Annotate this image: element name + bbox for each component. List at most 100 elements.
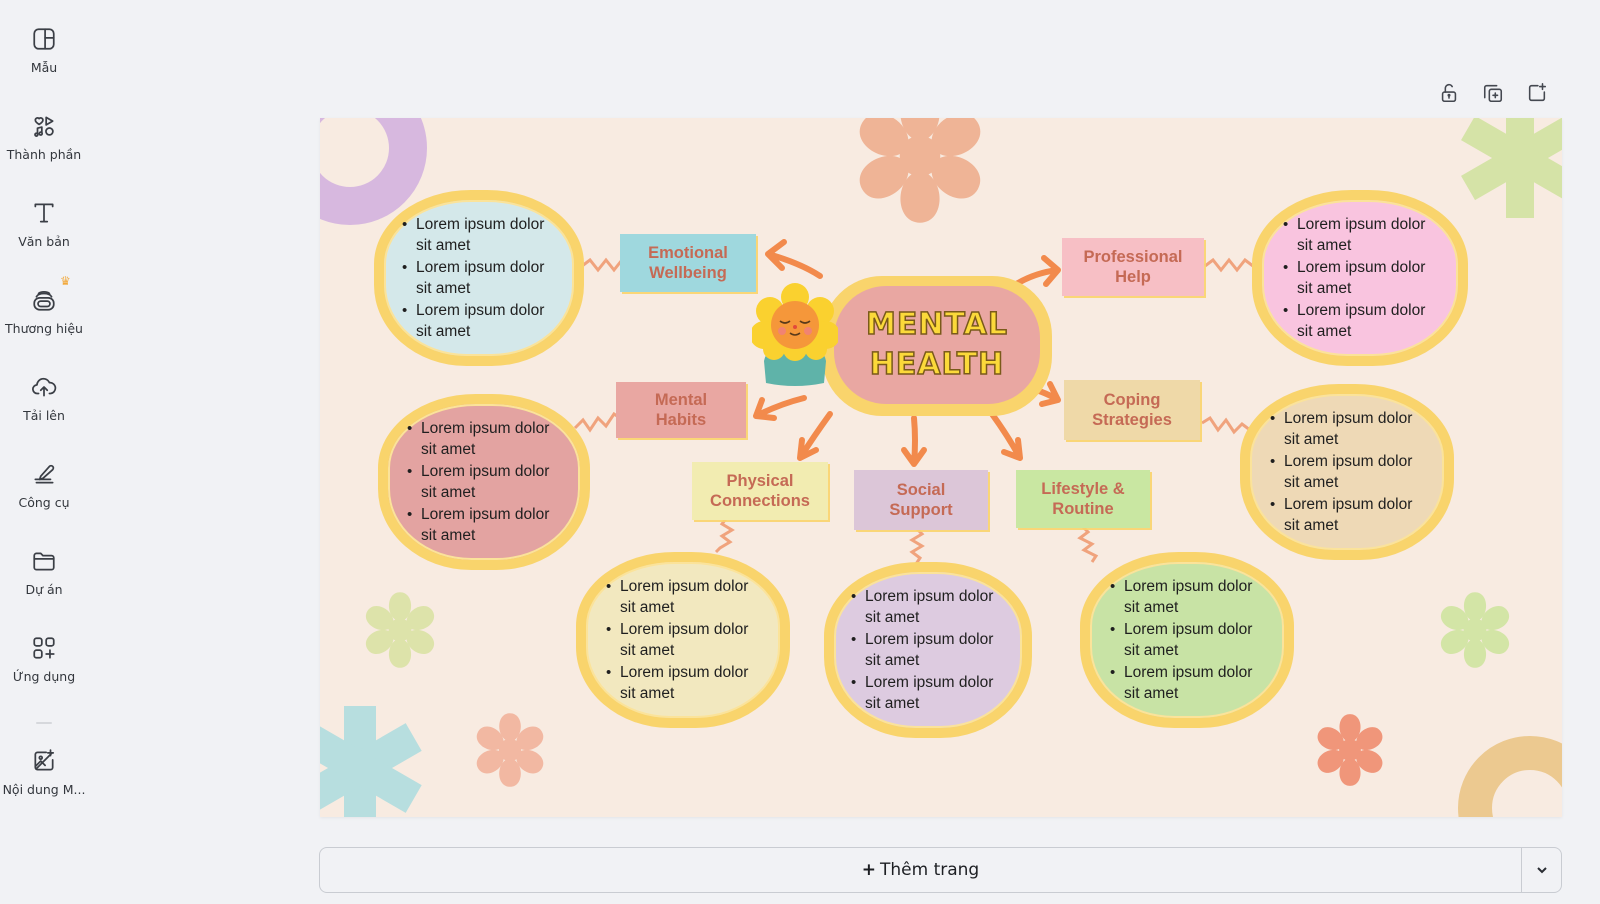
bullet-item: Lorem ipsum dolor sit amet — [1108, 662, 1266, 705]
bullet-item: Lorem ipsum dolor sit amet — [1281, 257, 1439, 300]
bullet-item: Lorem ipsum dolor sit amet — [604, 619, 762, 662]
duplicate-page-button[interactable] — [1480, 80, 1506, 106]
sidebar-item-text[interactable]: Văn bản — [0, 200, 88, 249]
zigzag-connector — [1201, 415, 1251, 435]
bullet-item: Lorem ipsum dolor sit amet — [1268, 408, 1426, 451]
lock-page-button[interactable] — [1436, 80, 1462, 106]
sidebar-item-magic-media[interactable]: Nội dung M... — [0, 748, 88, 797]
bullet-item: Lorem ipsum dolor sit amet — [849, 586, 1007, 629]
arrow-lifestyle — [989, 411, 1023, 461]
draw-tool-icon — [34, 464, 55, 484]
tan-ring-decoration — [1458, 736, 1562, 817]
topic-label-text: Social — [896, 481, 946, 499]
title-line-2: HEALTH — [869, 346, 1005, 383]
bullet-list: Lorem ipsum dolor sit amet Lorem ipsum d… — [1281, 214, 1439, 343]
topic-label-text: Routine — [1052, 500, 1114, 518]
bullet-item: Lorem ipsum dolor sit amet — [400, 300, 558, 343]
topic-label-text: Coping — [1103, 391, 1161, 409]
green-star-decoration — [1461, 118, 1562, 218]
plus-icon: + — [861, 860, 876, 880]
sidebar-item-label: Tải lên — [23, 408, 65, 423]
bullet-item: Lorem ipsum dolor sit amet — [1281, 214, 1439, 257]
sidebar: Mẫu Thành phần Văn bản ♛ Thương hiệu Tải… — [0, 0, 88, 904]
bubble-coping-strategies[interactable]: Lorem ipsum dolor sit amet Lorem ipsum d… — [1240, 384, 1454, 560]
arrow-habits — [753, 395, 807, 421]
topic-label-lifestyle-routine[interactable]: Lifestyle &Routine — [1016, 470, 1150, 528]
sidebar-item-templates[interactable]: Mẫu — [0, 26, 88, 75]
lock-icon — [1441, 83, 1457, 103]
sidebar-item-label: Nội dung M... — [2, 782, 86, 797]
bullet-item: Lorem ipsum dolor sit amet — [400, 257, 558, 300]
bubble-mental-habits[interactable]: Lorem ipsum dolor sit amet Lorem ipsum d… — [378, 394, 590, 570]
bullet-list: Lorem ipsum dolor sit amet Lorem ipsum d… — [604, 576, 762, 705]
bullet-item: Lorem ipsum dolor sit amet — [604, 576, 762, 619]
add-page-bar: + Thêm trang — [319, 847, 1562, 893]
green-flower-decoration — [362, 592, 438, 667]
bullet-item: Lorem ipsum dolor sit amet — [1268, 451, 1426, 494]
bullet-item: Lorem ipsum dolor sit amet — [405, 418, 563, 461]
arrows — [753, 239, 1061, 467]
sidebar-item-label: Thương hiệu — [5, 321, 83, 336]
upload-cloud-icon — [32, 377, 57, 397]
bullet-item: Lorem ipsum dolor sit amet — [849, 629, 1007, 672]
topic-label-text: Connections — [710, 492, 810, 510]
zigzag-connector — [1204, 257, 1254, 273]
sidebar-item-elements[interactable]: Thành phần — [0, 113, 88, 162]
bubble-social-support[interactable]: Lorem ipsum dolor sit amet Lorem ipsum d… — [824, 562, 1032, 738]
bubble-physical-connections[interactable]: Lorem ipsum dolor sit amet Lorem ipsum d… — [576, 552, 790, 728]
add-page-button[interactable]: + Thêm trang — [320, 848, 1521, 892]
topic-label-text: Habits — [655, 411, 707, 429]
bullet-list: Lorem ipsum dolor sit amet Lorem ipsum d… — [1268, 408, 1426, 537]
zigzag-connector — [573, 411, 621, 433]
add-page-icon — [1528, 83, 1547, 102]
add-page-button[interactable] — [1524, 80, 1550, 106]
sidebar-item-apps[interactable]: Ứng dụng — [0, 635, 88, 684]
sunflower-mascot-icon — [752, 283, 838, 386]
bullet-item: Lorem ipsum dolor sit amet — [400, 214, 558, 257]
topic-label-text: Strategies — [1092, 411, 1172, 429]
sidebar-item-tools[interactable]: Công cụ — [0, 461, 88, 510]
bubble-lifestyle-routine[interactable]: Lorem ipsum dolor sit amet Lorem ipsum d… — [1080, 552, 1294, 728]
sidebar-item-label: Công cụ — [18, 495, 70, 510]
zigzag-connectors — [573, 257, 1254, 565]
peach-flower-decoration — [473, 713, 548, 787]
arrow-emotional — [765, 239, 823, 279]
apps-icon — [33, 637, 55, 659]
crown-icon: ♛ — [60, 274, 71, 288]
text-icon — [34, 203, 54, 223]
topic-label-text: Wellbeing — [649, 264, 727, 282]
topic-label-text: Mental — [654, 391, 708, 409]
topic-label-text: Support — [889, 501, 953, 519]
zigzag-connector — [714, 515, 735, 554]
page-toolbar — [1436, 80, 1550, 106]
sidebar-item-projects[interactable]: Dự án — [0, 548, 88, 597]
chevron-down-icon — [1536, 867, 1547, 874]
bullet-item: Lorem ipsum dolor sit amet — [849, 672, 1007, 715]
peach-flower-decoration — [1314, 714, 1387, 786]
bullet-item: Lorem ipsum dolor sit amet — [1108, 619, 1266, 662]
sidebar-item-brand[interactable]: Thương hiệu — [0, 287, 88, 336]
topic-label-text: Emotional — [648, 244, 728, 262]
bullet-item: Lorem ipsum dolor sit amet — [1108, 576, 1266, 619]
topic-label-text: Professional — [1083, 248, 1183, 266]
bullet-list: Lorem ipsum dolor sit amet Lorem ipsum d… — [849, 586, 1007, 715]
bubble-professional-help[interactable]: Lorem ipsum dolor sit amet Lorem ipsum d… — [1252, 190, 1468, 366]
topic-label-text: Physical — [726, 472, 794, 490]
add-page-dropdown-button[interactable] — [1521, 848, 1561, 892]
arrow-physical — [797, 411, 833, 461]
elements-icon — [34, 116, 54, 137]
sidebar-item-upload[interactable]: Tải lên — [0, 374, 88, 423]
bubble-emotional-wellbeing[interactable]: Lorem ipsum dolor sit amet Lorem ipsum d… — [374, 190, 584, 366]
center-title-box[interactable]: MENTAL HEALTH — [822, 276, 1052, 416]
arrow-social — [901, 415, 927, 467]
title-line-1: MENTAL — [865, 306, 1008, 343]
bullet-item: Lorem ipsum dolor sit amet — [405, 461, 563, 504]
